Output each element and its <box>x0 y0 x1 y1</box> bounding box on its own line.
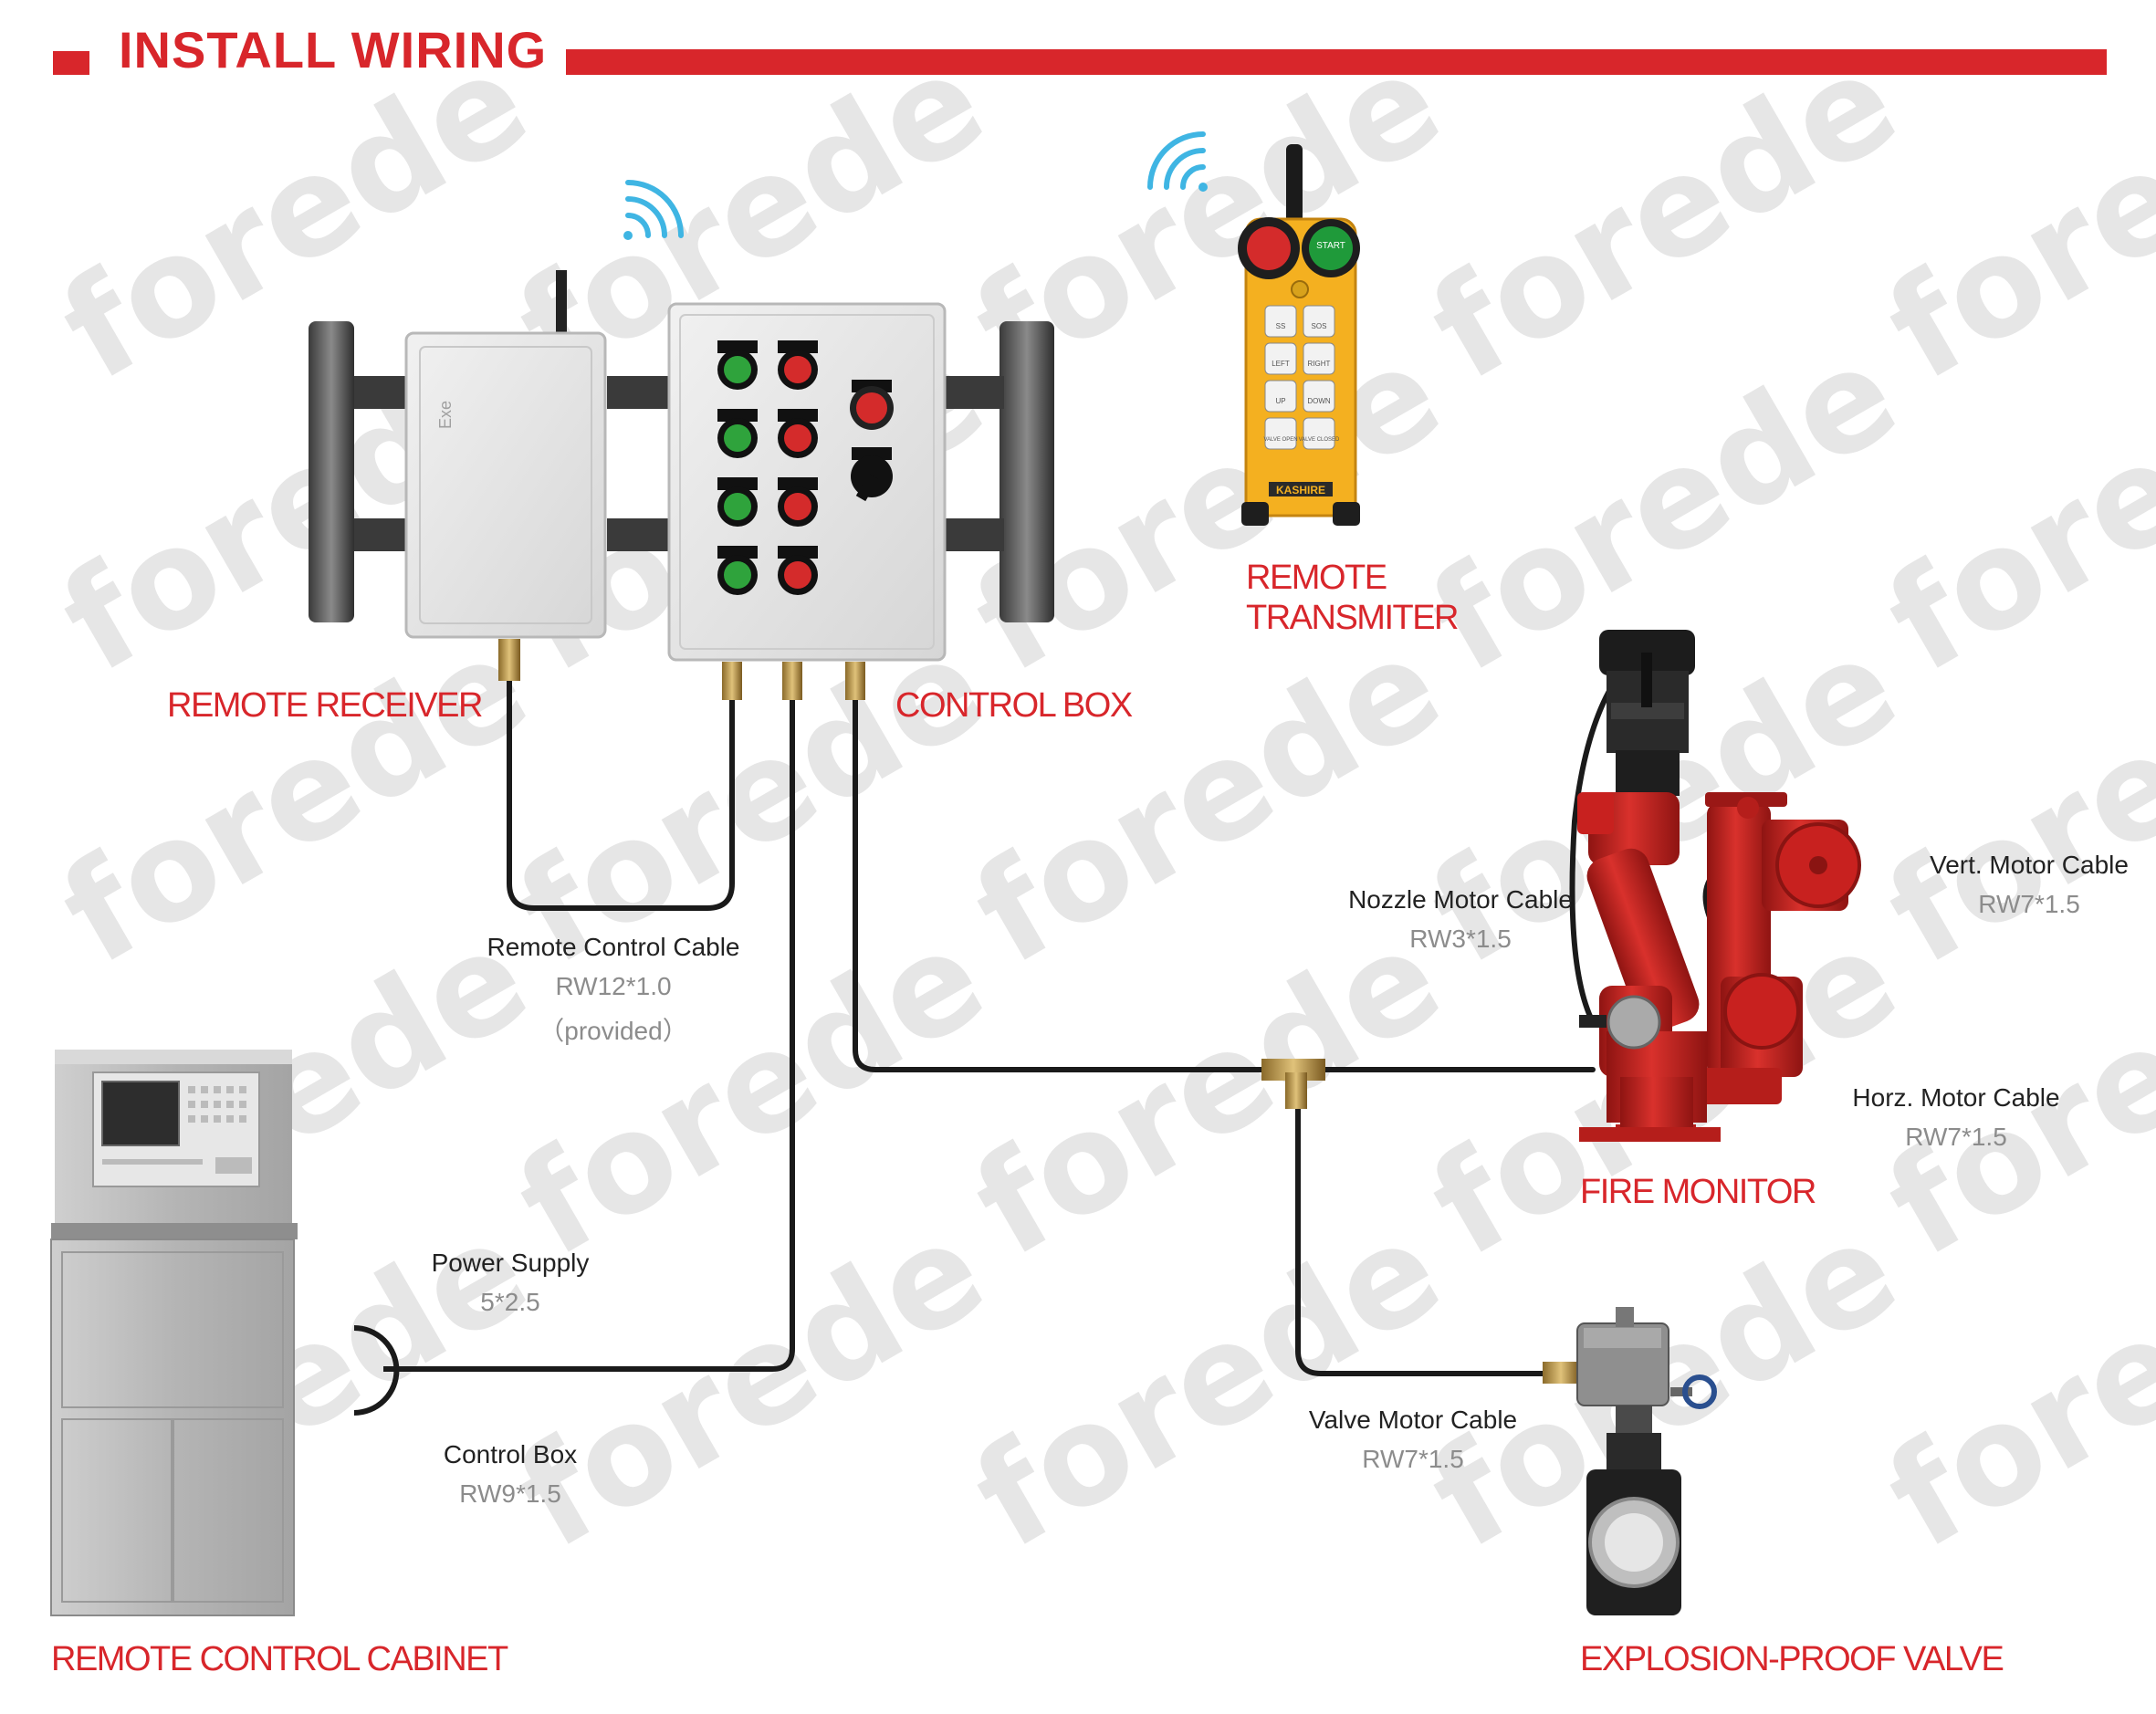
control-box-cable-spec: RW9*1.5 <box>459 1479 561 1508</box>
remote-transmitter-label-line2: TRANSMITER <box>1246 599 1460 637</box>
key-down-label: DOWN <box>1307 397 1331 405</box>
fire-monitor-label: FIRE MONITOR <box>1580 1173 1816 1211</box>
power-supply-cable-name: Power Supply <box>431 1249 590 1277</box>
horz-motor-cable-name: Horz. Motor Cable <box>1852 1083 2060 1112</box>
header-bullet <box>53 51 89 75</box>
valve-motor-cable-spec: RW7*1.5 <box>1362 1445 1464 1473</box>
transmitter-keypad: SS SOS LEFT RIGHT UP DOWN VALVE OPEN VAL… <box>1263 305 1340 450</box>
valve-motor-cable-name: Valve Motor Cable <box>1308 1406 1518 1434</box>
power-supply-cable-spec: 5*2.5 <box>480 1288 540 1316</box>
monitor-cable-line <box>853 691 1272 1072</box>
key-valve-open-label: VALVE OPEN <box>1263 437 1297 443</box>
key-left-label: LEFT <box>1272 360 1290 368</box>
remote-transmitter-label-line1: REMOTE <box>1246 559 1387 597</box>
key-sos-label: SOS <box>1312 322 1327 330</box>
wifi-icon <box>1147 131 1208 192</box>
control-box-device <box>607 302 1054 700</box>
red-button-icon <box>778 409 818 458</box>
red-button-icon <box>778 340 818 390</box>
cable-lines <box>399 645 1815 1376</box>
emergency-stop-icon <box>850 380 894 430</box>
vert-motor-cable-spec: RW7*1.5 <box>1978 890 2080 918</box>
vert-motor-cable-name: Vert. Motor Cable <box>1930 851 2129 879</box>
green-button-icon <box>717 477 758 527</box>
green-button-icon <box>717 340 758 390</box>
remote-control-cabinet-device <box>50 1050 402 1616</box>
remote-transmitter-device: START SS SOS LEFT RIGHT UP DOWN VALVE OP… <box>1147 131 1360 526</box>
remote-control-cabinet-label: REMOTE CONTROL CABINET <box>51 1640 508 1678</box>
remote-receiver-device: Exe <box>309 180 684 681</box>
red-button-icon <box>778 546 818 595</box>
key-ss-label: SS <box>1276 322 1286 330</box>
remote-control-cable-spec: RW12*1.0 <box>555 972 672 1000</box>
selector-switch-icon <box>851 447 893 502</box>
nozzle-motor-cable-spec: RW3*1.5 <box>1409 925 1512 953</box>
horz-motor-cable-spec: RW7*1.5 <box>1905 1123 2007 1151</box>
transmitter-start-label: START <box>1316 241 1345 251</box>
wifi-icon <box>623 180 684 240</box>
green-button-icon <box>717 546 758 595</box>
nozzle-motor-cable-name: Nozzle Motor Cable <box>1348 885 1573 914</box>
header-rule <box>566 49 2107 75</box>
remote-control-cable-line <box>507 677 735 911</box>
explosion-proof-valve-label: EXPLOSION-PROOF VALVE <box>1580 1640 2004 1678</box>
green-button-icon <box>717 409 758 458</box>
control-box-buttons <box>717 340 894 595</box>
power-supply-cable-line <box>399 691 795 1372</box>
page-title: INSTALL WIRING <box>119 21 548 78</box>
valve-cable-line <box>1295 1102 1545 1376</box>
control-box-cable-name: Control Box <box>443 1440 578 1468</box>
remote-control-cable-note: （provided） <box>539 1017 688 1045</box>
transmitter-brand: KASHIRE <box>1276 484 1325 496</box>
fire-monitor-device <box>1261 630 1861 1142</box>
key-valve-closed-label: VALVE CLOSED <box>1299 437 1340 443</box>
red-button-icon <box>778 477 818 527</box>
control-box-label: CONTROL BOX <box>895 686 1133 725</box>
remote-receiver-label: REMOTE RECEIVER <box>167 686 483 725</box>
key-up-label: UP <box>1275 397 1285 405</box>
receiver-mark: Exe <box>436 401 455 429</box>
key-right-label: RIGHT <box>1308 360 1331 368</box>
remote-control-cable-name: Remote Control Cable <box>487 933 740 961</box>
explosion-proof-valve-device <box>1543 1307 1717 1615</box>
